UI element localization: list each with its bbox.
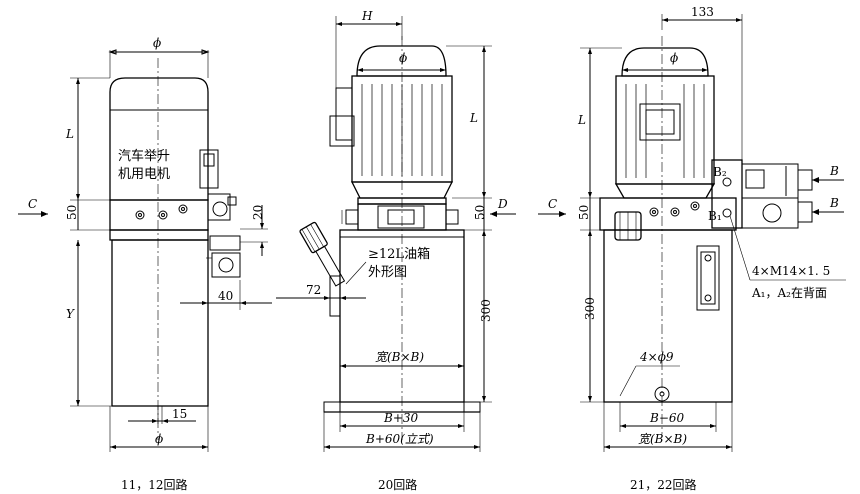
middle-dim-300: 300	[479, 299, 493, 322]
middle-dim-phi: ϕ	[399, 51, 407, 65]
right-dim-B60: B−60	[649, 411, 685, 425]
left-motor-body	[109, 77, 209, 201]
middle-dim-L: L	[469, 111, 478, 125]
middle-dim-50: 50	[473, 205, 487, 220]
middle-dim-72: 72	[306, 283, 321, 297]
right-dim-L: L	[577, 113, 586, 127]
middle-motor-cap	[356, 45, 447, 77]
right-port-B2: B₂	[713, 165, 727, 179]
left-dim-40: 40	[218, 289, 233, 303]
left-dim-Y: Y	[66, 307, 75, 321]
right-dim-50: 50	[577, 205, 591, 220]
right-motor-cap	[621, 47, 709, 77]
left-dim-L: L	[65, 127, 74, 141]
left-dim-15: 15	[172, 407, 187, 421]
left-motor-note-1: 汽车举升	[118, 148, 170, 164]
right-motor-body	[615, 75, 715, 185]
view-right: 133 ϕ L 50 C B₂ B₁ B B 4×M14×1. 5 A₁，A₂在…	[538, 5, 846, 492]
left-dim-phi-top: ϕ	[153, 36, 161, 50]
left-solenoid	[199, 149, 219, 189]
middle-dim-B30: B+30	[383, 411, 419, 425]
right-port-B-bottom: B	[829, 196, 839, 210]
middle-caption: 20回路	[378, 477, 417, 492]
middle-tank-note-1: ≥12L油箱	[368, 246, 430, 262]
left-dim-20: 20	[251, 205, 265, 220]
right-hole-note: 4×ϕ9	[639, 350, 674, 364]
right-dim-300: 300	[583, 297, 597, 320]
right-port-B1: B₁	[708, 209, 722, 223]
left-dim-50: 50	[65, 205, 79, 220]
right-dim-phi: ϕ	[670, 51, 678, 65]
left-dim-C: C	[28, 197, 37, 211]
right-dim-133: 133	[691, 5, 714, 19]
right-dim-width: 宽(B×B)	[638, 432, 687, 446]
right-thread-note: 4×M14×1. 5	[752, 264, 830, 278]
right-dim-C: C	[548, 197, 557, 211]
middle-dim-D: D	[497, 197, 508, 211]
right-ports-note: A₁，A₂在背面	[751, 286, 827, 300]
right-port-B-top: B	[829, 164, 839, 178]
view-middle: H ϕ L 50 D ≥12L油箱 外形图 72 300 宽(B×B	[276, 9, 516, 492]
middle-dim-width: 宽(B×B)	[375, 350, 424, 364]
right-caption: 21，22回路	[630, 477, 697, 492]
left-caption: 11，12回路	[121, 477, 188, 492]
view-left: ϕ L 50 C Y 20 40	[18, 36, 272, 492]
left-dim-phi-bottom: ϕ	[155, 432, 163, 446]
right-tank	[603, 229, 733, 403]
left-tank	[111, 239, 209, 407]
middle-tank-note-2: 外形图	[368, 265, 407, 280]
left-motor-note-2: 机用电机	[118, 167, 170, 182]
middle-dim-H: H	[361, 9, 373, 23]
middle-dim-B60: B+60(立式)	[365, 432, 434, 446]
